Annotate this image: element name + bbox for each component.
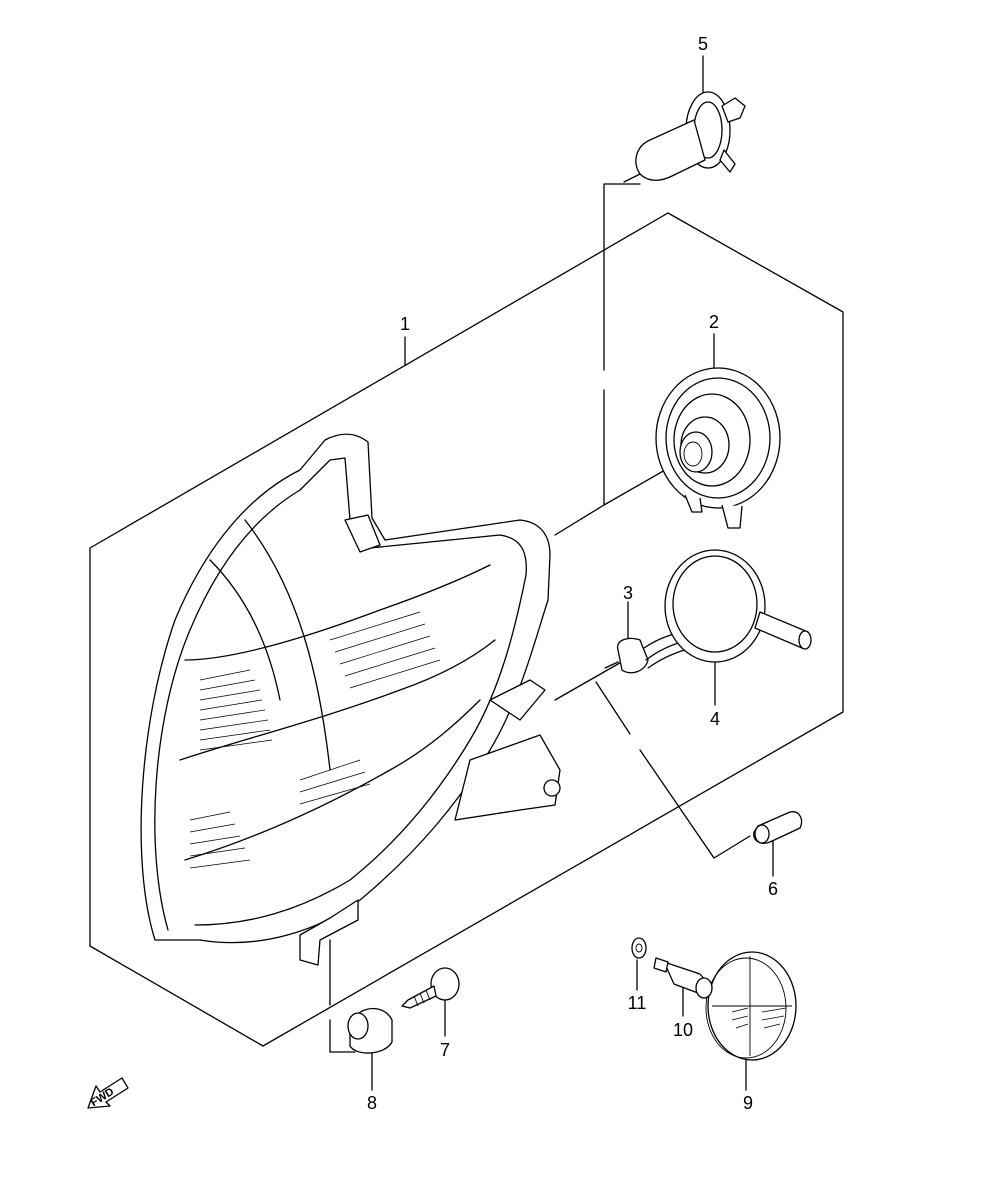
reference-lines: [329, 183, 751, 1053]
screw-part: [401, 967, 460, 1009]
headlamp-assembly: [140, 433, 561, 966]
part-label-2: 2: [709, 312, 719, 332]
socket-cover-cable-part: [664, 549, 812, 663]
part-label-10: 10: [673, 1020, 693, 1040]
part-label-4: 4: [710, 709, 720, 729]
part-label-5: 5: [698, 34, 708, 54]
part-label-3: 3: [623, 583, 633, 603]
part-label-7: 7: [440, 1040, 450, 1060]
leader-lines: [371, 55, 774, 1091]
assembly-outline: [89, 212, 844, 1047]
position-bulb-part: [753, 811, 803, 844]
part-label-11: 11: [628, 993, 647, 1013]
grommet-part: [347, 1008, 393, 1054]
part-number-labels: 1 2 3 4 5 6 7 8 9 10 11: [367, 34, 778, 1113]
socket-cover-part: [655, 367, 781, 529]
pin-part: [653, 957, 713, 999]
headlight-bulb-part: [623, 91, 746, 183]
cap-part: [705, 951, 797, 1061]
fwd-arrow-icon: FWD: [87, 1077, 129, 1109]
washer-part: [631, 937, 647, 959]
part-label-6: 6: [768, 879, 778, 899]
part-label-9: 9: [743, 1093, 753, 1113]
part-label-1: 1: [400, 314, 410, 334]
part-label-8: 8: [367, 1093, 377, 1113]
